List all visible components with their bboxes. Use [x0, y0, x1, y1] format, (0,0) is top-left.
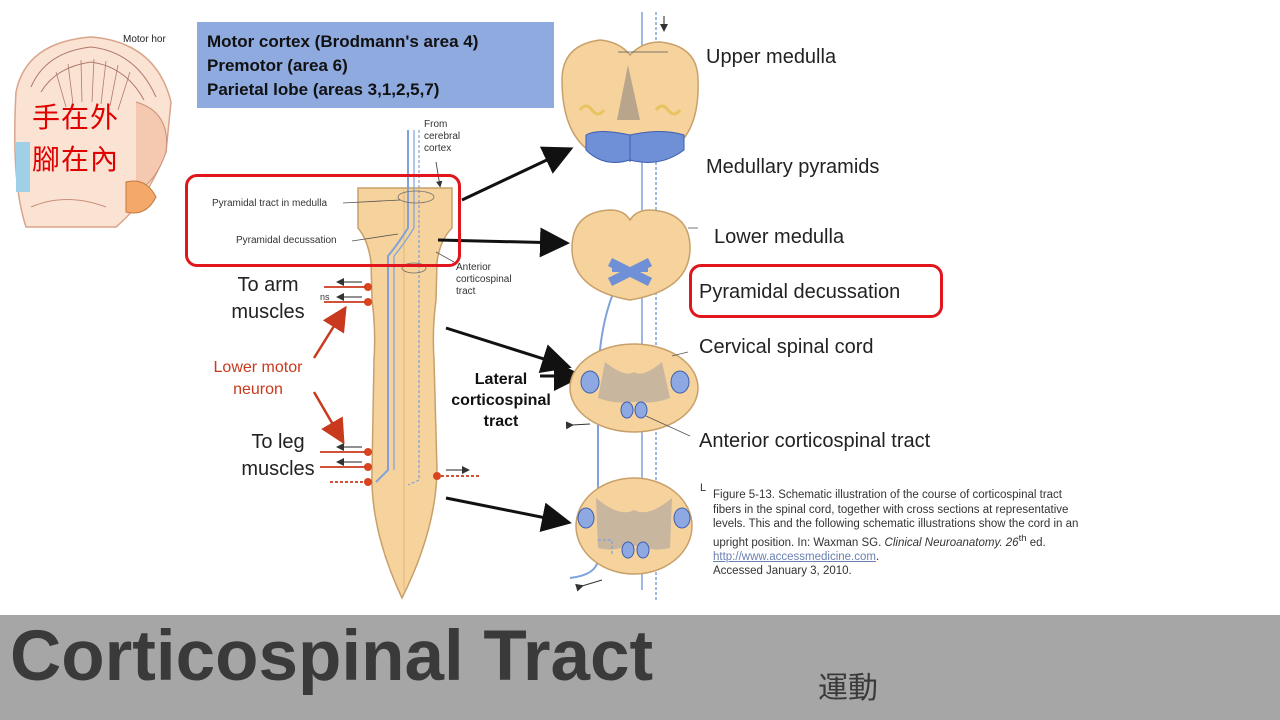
section-marker-label: L: [700, 482, 707, 494]
corticospinal-diagram: [312, 12, 699, 600]
figure-caption-text: Figure 5-13. Schematic illustration of t…: [713, 489, 1079, 549]
lower-medulla-label: Lower medulla: [714, 226, 845, 248]
figure-caption-accessed: Accessed January 3, 2010.: [713, 565, 852, 578]
to-arm-muscles-label: To arm muscles: [231, 274, 305, 323]
nerve-fragment-label: ns: [320, 292, 330, 302]
figure-caption-ed: ed.: [1026, 536, 1046, 549]
homunculus-caption: Motor hor: [123, 34, 166, 45]
banner-line-premotor: Premotor (area 6): [207, 56, 348, 75]
slide-subtitle: 運動: [818, 671, 878, 706]
pyramidal-decussation-highlight-box: [689, 264, 943, 318]
medullary-pyramids-label: Medullary pyramids: [706, 156, 880, 178]
accessmedicine-link[interactable]: http://www.accessmedicine.com: [713, 550, 876, 563]
longitudinal-spinal-cord: [357, 187, 453, 600]
pyramidal-tract-in-medulla-label: Pyramidal tract in medulla: [212, 198, 328, 209]
medulla-highlight-box: [185, 174, 461, 267]
banner-line-motor-cortex: Motor cortex (Brodmann's area 4): [207, 32, 479, 51]
anterior-corticospinal-tract-label: Anterior corticospinal tract: [699, 430, 931, 452]
figure-caption-sup: th: [1018, 532, 1027, 544]
lower-medulla-section: [571, 209, 691, 301]
lateral-corticospinal-tract-label: Lateral corticospinal tract: [451, 371, 551, 430]
pyramidal-decussation-label: Pyramidal decussation: [699, 281, 901, 303]
figure-caption: Figure 5-13. Schematic illustration of t…: [713, 488, 1093, 579]
hands-outside-label: 手在外: [32, 101, 120, 134]
to-leg-muscles-label: To leg muscles: [241, 431, 315, 480]
anterior-corticospinal-tract-small-label: Anterior corticospinal tract: [456, 262, 512, 297]
cervical-spinal-cord-label: Cervical spinal cord: [699, 336, 874, 358]
banner-line-parietal: Parietal lobe (areas 3,1,2,5,7): [207, 80, 440, 99]
from-cerebral-cortex-label: From cerebral cortex: [424, 119, 461, 154]
lower-motor-neuron-label: Lower motor neuron: [213, 359, 303, 398]
figure-caption-book: Clinical Neuroanatomy. 26: [884, 536, 1019, 549]
cortex-areas-banner: Motor cortex (Brodmann's area 4) Premoto…: [197, 22, 554, 108]
pyramidal-decussation-small-label: Pyramidal decussation: [236, 235, 337, 246]
feet-inside-label: 腳在內: [32, 143, 120, 176]
motor-homunculus-image: [6, 32, 176, 232]
slide-title: Corticospinal Tract: [10, 617, 654, 696]
figure-caption-period: .: [875, 550, 880, 563]
title-footer-bar: [0, 615, 1280, 720]
upper-medulla-label: Upper medulla: [706, 46, 837, 68]
